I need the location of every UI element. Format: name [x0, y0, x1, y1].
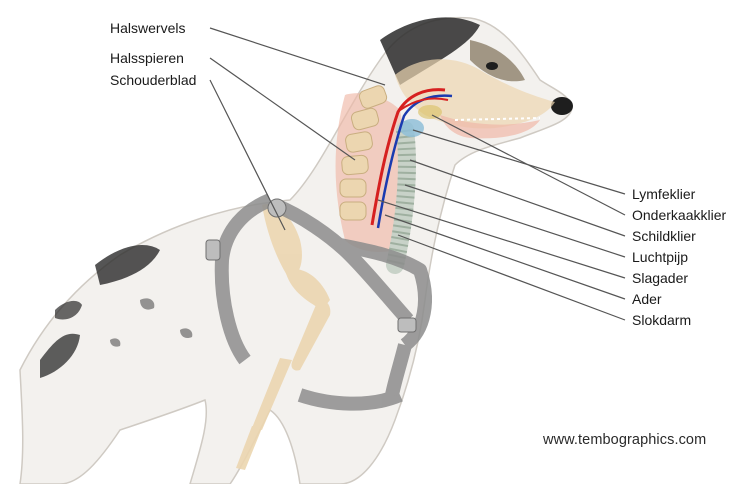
label-lymfeklier: Lymfeklier — [632, 186, 695, 202]
label-luchtpijp: Luchtpijp — [632, 249, 688, 265]
label-ader: Ader — [632, 291, 662, 307]
label-onderkaakklier: Onderkaakklier — [632, 207, 726, 223]
label-slagader: Slagader — [632, 270, 688, 286]
lymph-node — [400, 119, 424, 137]
credit-text: www.tembographics.com — [543, 432, 706, 448]
label-halsspieren: Halsspieren — [110, 50, 184, 66]
label-schildklier: Schildklier — [632, 228, 696, 244]
label-slokdarm: Slokdarm — [632, 312, 691, 328]
label-halswervels: Halswervels — [110, 20, 185, 36]
label-schouderblad: Schouderblad — [110, 72, 196, 88]
salivary-gland — [418, 105, 442, 119]
